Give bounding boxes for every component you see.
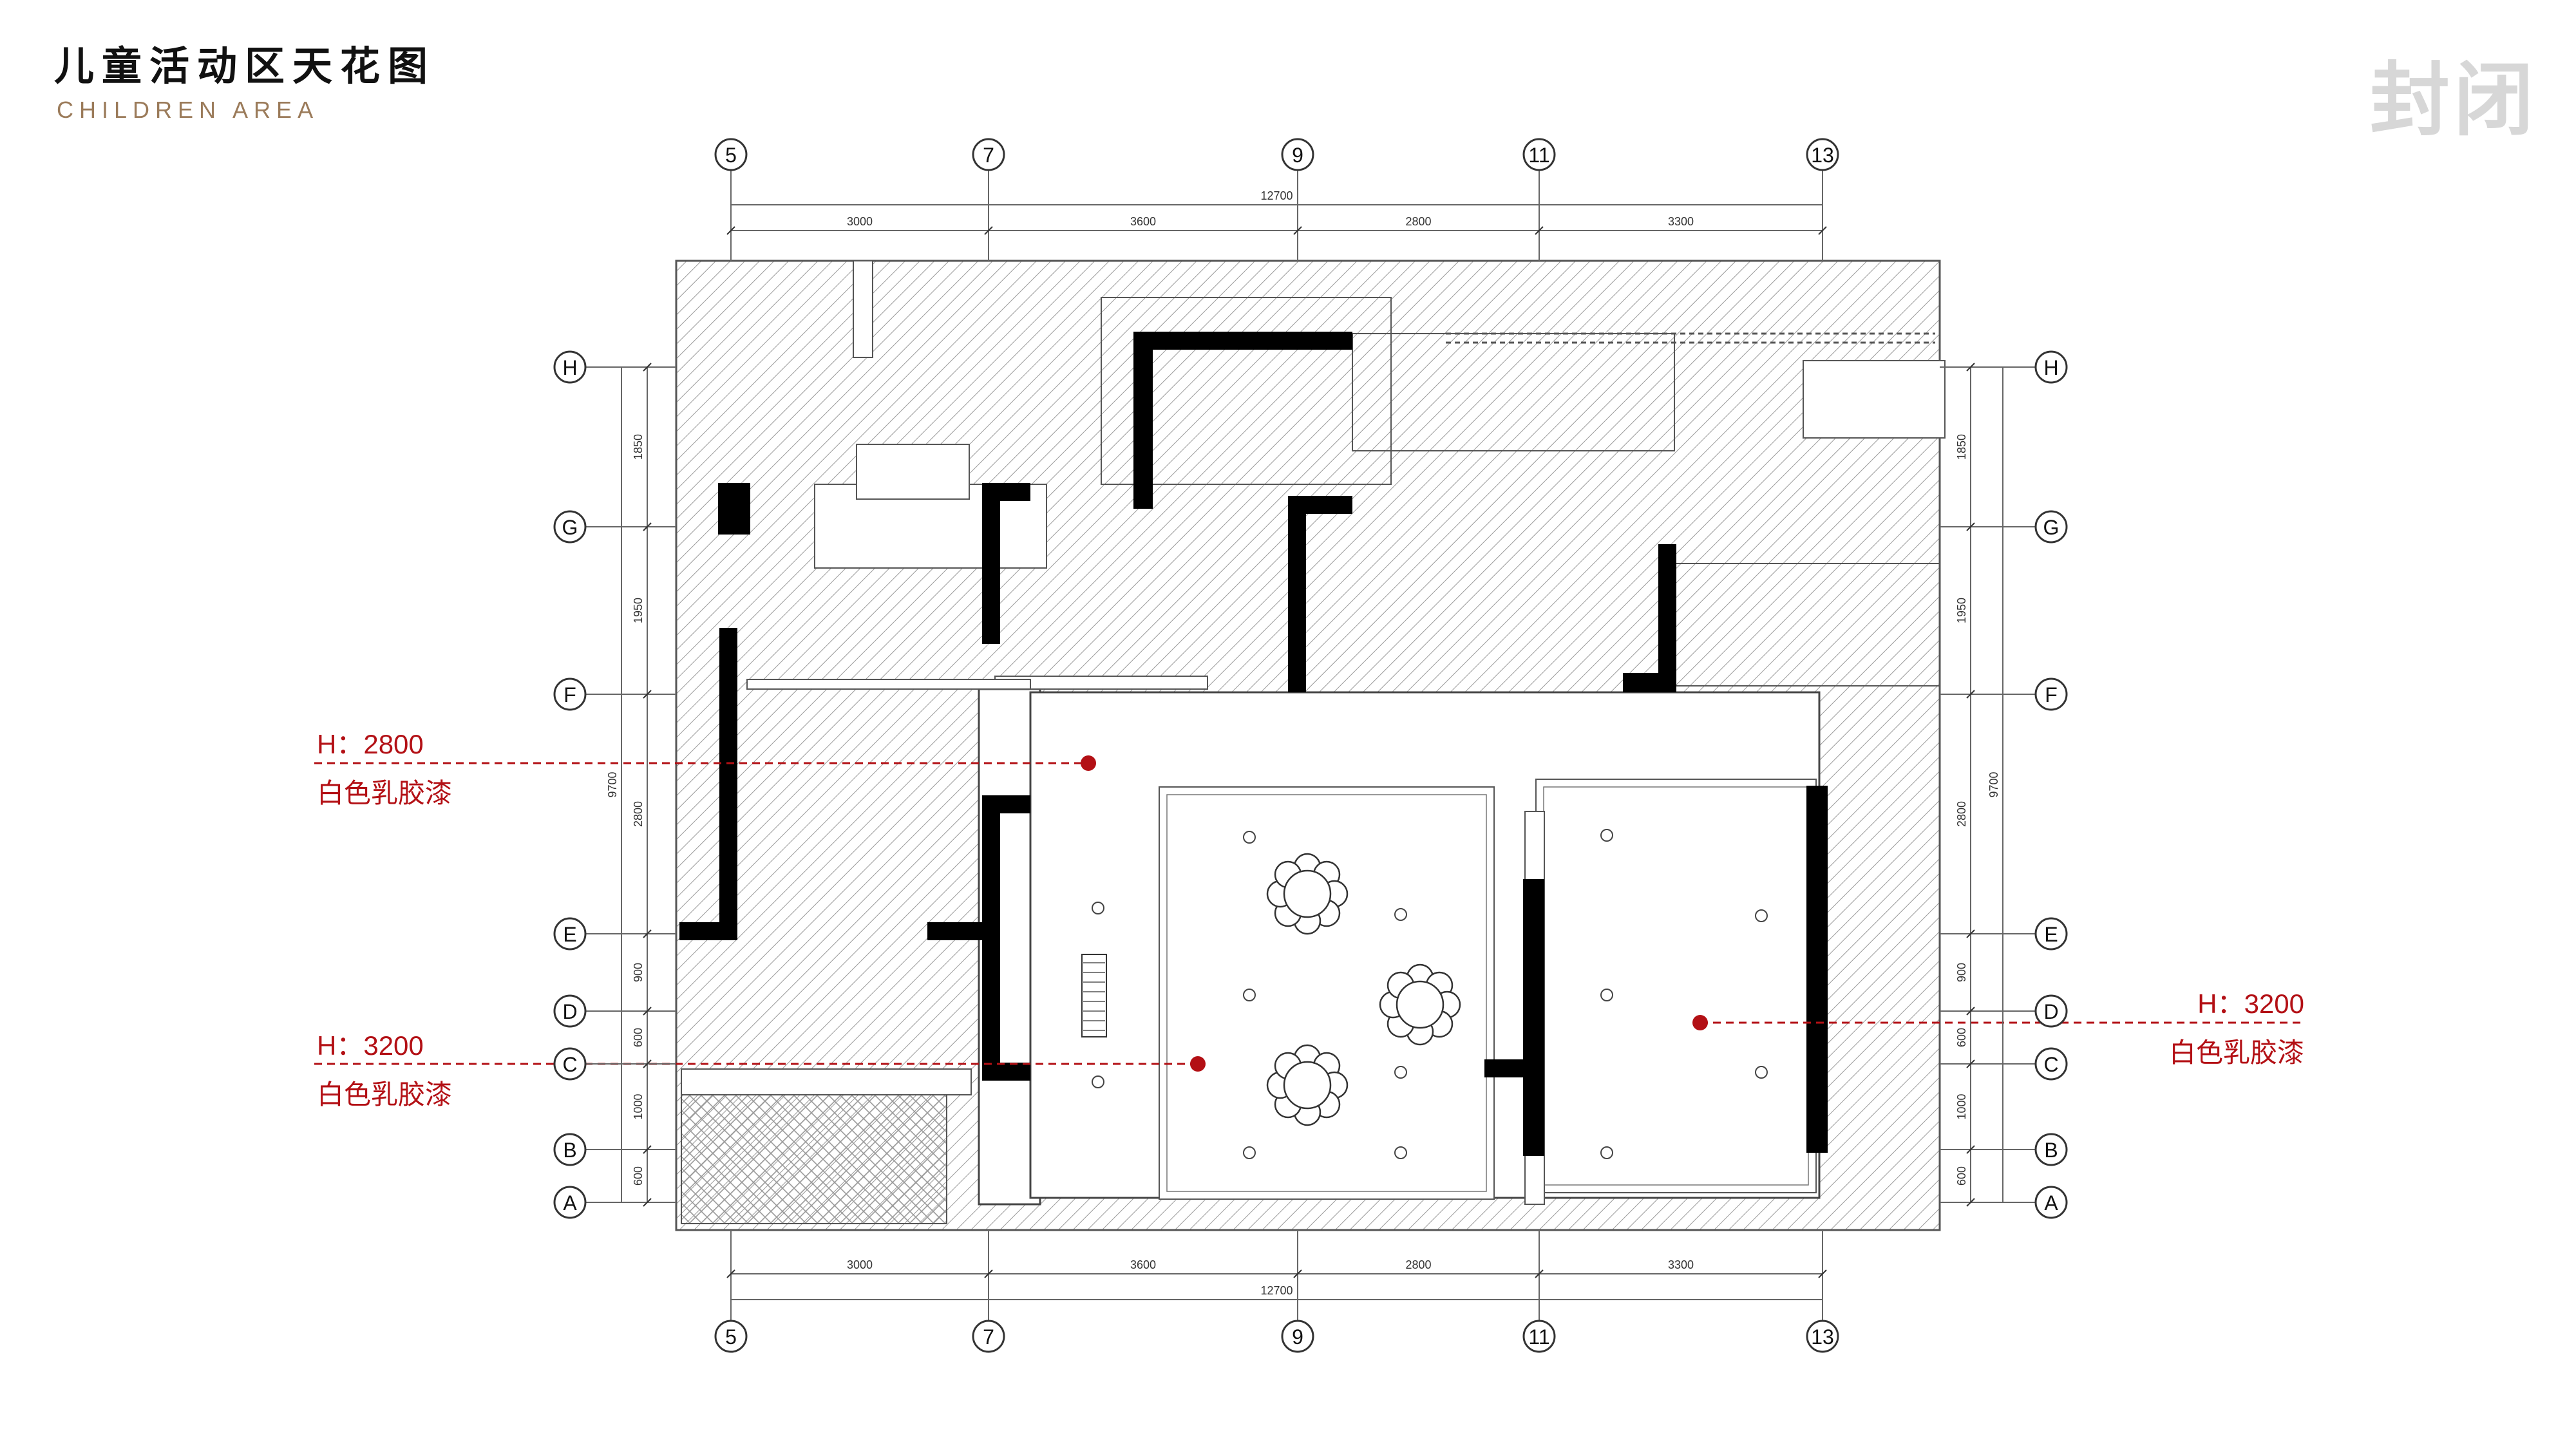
grid-bubble-row — [553, 677, 587, 711]
dimension-span: 3000 — [847, 1258, 873, 1271]
dimension-total: 9700 — [1987, 772, 2000, 797]
grid-bubble-col — [1806, 138, 1839, 171]
page-subtitle: CHILDREN AREA — [57, 97, 319, 123]
ceiling-fixtures — [1092, 829, 1768, 1159]
grid-label-col-9: 9 — [1292, 1325, 1303, 1349]
grid-label-row-H: H — [562, 356, 577, 379]
grid-label-col-5: 5 — [725, 1325, 737, 1349]
grid-label-col-5: 5 — [725, 144, 737, 167]
dimension-span: 3000 — [847, 215, 873, 228]
grid-label-row-E: E — [2044, 923, 2058, 946]
dimension-total: 12700 — [1260, 1284, 1293, 1297]
grid-bubble-row — [553, 1047, 587, 1081]
annotation-material-1: 白色乳胶漆 — [317, 778, 453, 808]
dimension-span: 2800 — [1405, 215, 1431, 228]
dimension-span: 1950 — [1955, 598, 1968, 623]
dimension-span: 3600 — [1130, 215, 1156, 228]
cross-hatch-area — [681, 1094, 947, 1224]
grid-bubble-row — [2034, 1047, 2068, 1081]
grid-label-col-9: 9 — [1292, 144, 1303, 167]
grid-label-row-G: G — [2043, 516, 2060, 539]
annotation-material-2: 白色乳胶漆 — [317, 1079, 453, 1110]
dimension-total: 9700 — [606, 772, 619, 797]
grid-label-col-11: 11 — [1528, 144, 1549, 167]
grid-bubble-col — [972, 138, 1005, 171]
room-right-ceiling — [1535, 779, 1817, 1193]
dimension-span: 2800 — [1955, 801, 1968, 827]
annotation-height-1: H：2800 — [317, 729, 424, 759]
grid-label-row-F: F — [2045, 683, 2058, 706]
dimension-span: 1000 — [632, 1094, 645, 1119]
grid-bubble-row — [2034, 677, 2068, 711]
page-title: 儿童活动区天花图 — [54, 43, 436, 90]
grid-bubble-col — [714, 138, 748, 171]
grid-bubble-col — [1522, 138, 1556, 171]
grid-bubble-col — [714, 1320, 748, 1353]
dimension-span: 900 — [1955, 963, 1968, 982]
grid-bubble-row — [553, 1186, 587, 1219]
annotation-height-2: H：3200 — [317, 1030, 424, 1061]
annotation-dot — [1190, 1056, 1206, 1072]
grid-label-row-E: E — [563, 923, 576, 946]
dimension-span: 600 — [1955, 1166, 1968, 1186]
grid-label-row-G: G — [562, 516, 578, 539]
grid-bubble-row — [2034, 350, 2068, 384]
walls — [679, 332, 1828, 1156]
grid-label-col-13: 13 — [1811, 144, 1834, 167]
dimension-span: 1000 — [1955, 1094, 1968, 1119]
grid-label-row-H: H — [2043, 356, 2058, 379]
grid-label-row-D: D — [562, 1000, 577, 1023]
dimension-span: 2800 — [632, 801, 645, 827]
dimension-span: 600 — [632, 1166, 645, 1186]
grid-bubble-col — [1522, 1320, 1556, 1353]
grid-label-row-B: B — [2044, 1139, 2058, 1162]
grid-label-row-C: C — [562, 1053, 577, 1076]
grid-bubble-row — [2034, 994, 2068, 1028]
grid-label-row-D: D — [2043, 1000, 2058, 1023]
grid-bubble-col — [1281, 1320, 1314, 1353]
grid-bubble-col — [1281, 138, 1314, 171]
grid-label-row-C: C — [2043, 1053, 2058, 1076]
dimension-span: 3300 — [1668, 1258, 1694, 1271]
dimension-span: 3300 — [1668, 215, 1694, 228]
grid-label-row-B: B — [563, 1139, 576, 1162]
dimension-span: 600 — [632, 1028, 645, 1047]
grid-label-row-A: A — [563, 1191, 577, 1215]
grid-bubble-row — [2034, 1133, 2068, 1166]
dimension-span: 600 — [1955, 1028, 1968, 1047]
grid-label-col-11: 11 — [1528, 1325, 1549, 1349]
grid-bubble-row — [553, 510, 587, 544]
dimension-span: 1950 — [632, 598, 645, 623]
grid-bubble-row — [553, 1133, 587, 1166]
annotation-height-3: H：3200 — [2197, 989, 2304, 1019]
flower-pendant-lights — [1266, 853, 1461, 1126]
grid-label-col-7: 7 — [983, 1325, 994, 1349]
annotation-dot — [1081, 755, 1096, 771]
grid-label-col-13: 13 — [1811, 1325, 1834, 1349]
status-label: 封闭 — [2369, 54, 2537, 147]
dimension-total: 12700 — [1260, 189, 1293, 202]
air-vent — [1081, 954, 1107, 1037]
dimension-span: 1850 — [632, 434, 645, 460]
grid-label-row-A: A — [2044, 1191, 2058, 1215]
grid-label-row-F: F — [564, 683, 576, 706]
dimension-span: 900 — [632, 963, 645, 982]
grid-bubble-row — [553, 917, 587, 951]
grid-bubble-row — [2034, 1186, 2068, 1219]
annotation-dot — [1692, 1015, 1708, 1030]
grid-bubble-row — [2034, 917, 2068, 951]
grid-bubble-row — [2034, 510, 2068, 544]
dimension-span: 2800 — [1405, 1258, 1431, 1271]
grid-bubble-col — [1806, 1320, 1839, 1353]
annotation-material-3: 白色乳胶漆 — [2168, 1037, 2304, 1068]
dimension-span: 1850 — [1955, 434, 1968, 460]
grid-bubble-row — [553, 350, 587, 384]
grid-bubble-col — [972, 1320, 1005, 1353]
grid-bubble-row — [553, 994, 587, 1028]
dimension-span: 3600 — [1130, 1258, 1156, 1271]
grid-label-col-7: 7 — [983, 144, 994, 167]
